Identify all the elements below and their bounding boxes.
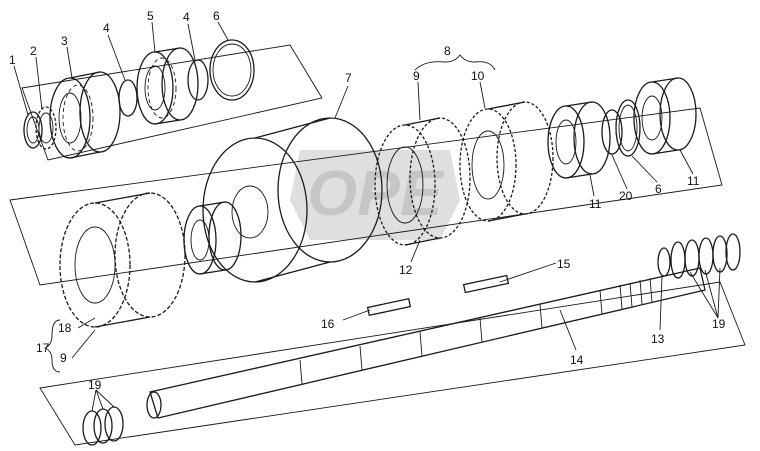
label-1: 1 — [9, 53, 16, 67]
label-4a: 4 — [103, 21, 110, 35]
leader-lines — [13, 21, 721, 412]
label-10: 10 — [471, 69, 485, 83]
label-9a: 9 — [413, 69, 420, 83]
brace-17 — [43, 319, 61, 373]
roller-bearing-middle — [183, 201, 242, 275]
retaining-ring-6b — [615, 99, 641, 157]
rings-19-lower — [82, 406, 124, 446]
label-19a: 19 — [712, 317, 726, 331]
label-15: 15 — [557, 257, 571, 271]
label-9b: 9 — [60, 351, 67, 365]
frame-middle-group — [9, 107, 723, 286]
label-16: 16 — [321, 317, 335, 331]
label-6a: 6 — [213, 9, 220, 23]
label-20: 20 — [619, 189, 633, 203]
label-17: 17 — [36, 341, 50, 355]
label-4b: 4 — [183, 10, 190, 24]
label-7: 7 — [345, 71, 352, 85]
callout-labels: 1 2 3 4 5 4 6 7 8 9 10 11 20 6 11 12 15 … — [9, 9, 726, 392]
label-2: 2 — [30, 44, 37, 58]
label-6b: 6 — [655, 182, 662, 196]
label-11b: 11 — [687, 174, 700, 188]
label-5: 5 — [147, 9, 154, 23]
retaining-ring-6a — [209, 39, 255, 101]
spur-gear-18 — [59, 192, 186, 328]
label-8: 8 — [444, 44, 451, 58]
label-3: 3 — [61, 34, 68, 48]
label-14: 14 — [570, 353, 584, 367]
frame-upper-group — [21, 44, 323, 161]
frame-lower-group — [39, 281, 746, 446]
main-shaft-14 — [146, 267, 706, 419]
label-12: 12 — [399, 263, 413, 277]
roller-bearing-5 — [136, 47, 199, 125]
spur-gear-10 — [459, 101, 554, 222]
key-15 — [462, 274, 510, 294]
coil-spring-13 — [657, 233, 741, 279]
brace-8 — [414, 54, 496, 71]
roller-bearing-11b — [633, 77, 697, 155]
spacer-ring-20 — [601, 109, 623, 155]
lock-washer — [35, 106, 57, 150]
label-11a: 11 — [589, 197, 602, 211]
label-18: 18 — [58, 321, 72, 335]
roller-bearing-3 — [49, 71, 121, 159]
spur-gear-9 — [374, 117, 471, 246]
label-13: 13 — [651, 332, 665, 346]
roller-bearing-11a — [547, 101, 611, 179]
label-19b: 19 — [88, 378, 102, 392]
gear-housing-7 — [202, 117, 383, 283]
spacer-ring-4a — [118, 79, 138, 117]
spacer-ring-4b — [187, 59, 209, 101]
key-16 — [366, 297, 412, 317]
